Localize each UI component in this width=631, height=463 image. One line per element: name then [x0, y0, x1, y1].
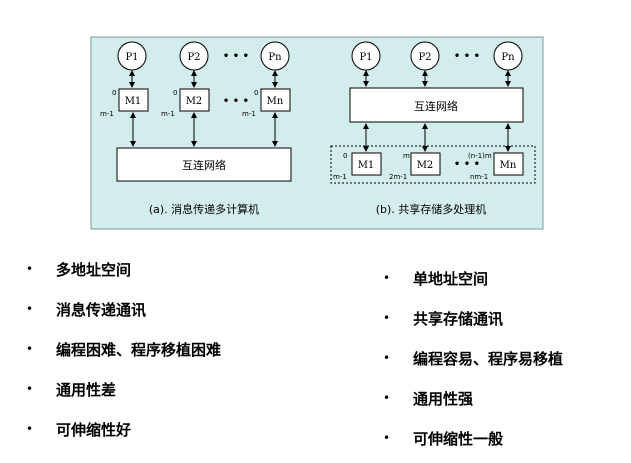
processor-node: P1 — [351, 41, 381, 71]
list-item-text: 通用性强 — [413, 390, 474, 408]
memory-box — [493, 152, 524, 176]
list-item-text: 多地址空间 — [56, 261, 132, 279]
processor-label: Pn — [268, 52, 282, 63]
bullet-icon: • — [383, 391, 391, 405]
panel-a: P1 P2 Pn • • • M1 M2 Mn • • • 0 m-1 0 m-… — [100, 41, 292, 216]
bullet-icon: • — [383, 431, 391, 445]
bullet-icon: • — [26, 262, 34, 276]
memory-label: Mn — [267, 96, 284, 107]
bullet-icon: • — [26, 422, 34, 436]
address-label: (n-1)m — [468, 152, 492, 160]
processor-node: P2 — [179, 41, 209, 71]
ellipsis: • • • — [223, 96, 249, 107]
address-label: nm-1 — [470, 173, 488, 181]
memory-box — [260, 88, 291, 112]
address-label: 0 — [254, 89, 258, 97]
list-item-text: 消息传递通讯 — [56, 301, 147, 319]
processor-label: P2 — [187, 52, 200, 63]
address-label: m-1 — [333, 173, 347, 181]
list-item-text: 编程容易、程序易移植 — [413, 350, 564, 368]
caption-b: (b). 共享存储多处理机 — [376, 202, 487, 216]
memory-label: M1 — [125, 96, 142, 107]
processor-node: Pn — [493, 41, 523, 71]
architecture-diagram: P1 P2 Pn • • • M1 M2 Mn • • • 0 m-1 0 m-… — [90, 36, 544, 230]
address-label: m-1 — [100, 110, 114, 118]
memory-box — [351, 152, 382, 176]
processor-node: P2 — [410, 41, 440, 71]
list-item-text: 共享存储通讯 — [413, 310, 504, 328]
address-label: 0 — [112, 89, 116, 97]
memory-box — [179, 88, 210, 112]
processor-label: P1 — [125, 52, 138, 63]
diagram-background — [90, 36, 544, 230]
address-label: m-1 — [242, 110, 256, 118]
processor-node: Pn — [260, 41, 290, 71]
address-label: 0 — [343, 152, 347, 160]
processor-label: Pn — [501, 52, 515, 63]
address-label: 2m-1 — [389, 173, 407, 181]
memory-label: M2 — [417, 160, 434, 171]
interconnect-network-box — [349, 87, 524, 123]
right-feature-list: • 单地址空间 • 共享存储通讯 • 编程容易、程序易移植 • 通用性强 • 可伸缩性一般 — [383, 268, 623, 458]
bullet-icon: • — [26, 342, 34, 356]
bullet-icon: • — [383, 271, 391, 285]
memory-box — [410, 152, 441, 176]
memory-label: M2 — [186, 96, 203, 107]
memory-box — [118, 88, 149, 112]
list-item-text: 单地址空间 — [413, 270, 489, 288]
processor-node: P1 — [117, 41, 147, 71]
memory-label: Mn — [500, 160, 517, 171]
address-label: 0 — [173, 89, 177, 97]
processor-label: P1 — [359, 52, 372, 63]
address-label: m-1 — [161, 110, 175, 118]
panel-b: P1 P2 Pn • • • 互连网络 M1 M2 Mn • • • — [330, 41, 536, 216]
interconnect-network-box — [116, 147, 292, 182]
list-item-text: 可伸缩性一般 — [413, 430, 504, 448]
caption-a: (a). 消息传递多计算机 — [149, 202, 259, 216]
address-label: m — [403, 152, 410, 160]
network-label: 互连网络 — [414, 99, 458, 113]
shared-memory-group — [330, 145, 536, 184]
list-item-text: 编程困难、程序移植困难 — [56, 341, 222, 359]
ellipsis: • • • — [223, 51, 249, 62]
ellipsis: • • • — [454, 51, 480, 62]
bullet-icon: • — [383, 311, 391, 325]
network-label: 互连网络 — [182, 158, 226, 172]
bullet-icon: • — [383, 351, 391, 365]
memory-label: M1 — [358, 160, 375, 171]
bullet-icon: • — [26, 302, 34, 316]
bullet-icon: • — [26, 382, 34, 396]
left-feature-list: • 多地址空间 • 消息传递通讯 • 编程困难、程序移植困难 • 通用性差 • 可伸缩性好 — [26, 259, 326, 449]
list-item-text: 可伸缩性好 — [56, 421, 132, 439]
processor-label: P2 — [418, 52, 431, 63]
list-item-text: 通用性差 — [56, 381, 117, 399]
ellipsis: • • • — [454, 159, 480, 170]
